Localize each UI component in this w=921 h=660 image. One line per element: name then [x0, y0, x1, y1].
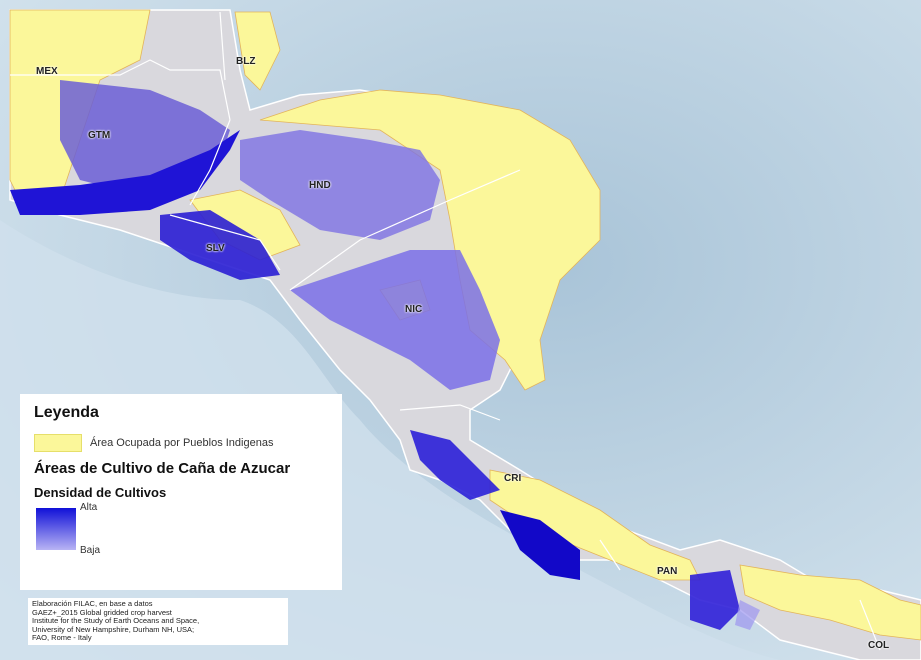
border-hnd-nic — [289, 169, 521, 291]
country-label-hnd: HND — [309, 180, 331, 191]
density-cri-south — [500, 510, 580, 580]
country-label-blz: BLZ — [236, 56, 256, 67]
indigenous-area-blz — [234, 11, 281, 91]
density-cri-west — [410, 430, 500, 500]
legend-panel: Leyenda Área Ocupada por Pueblos Indigen… — [20, 394, 342, 590]
density-gtm-coast — [10, 130, 240, 215]
indigenous-area-mosquitia — [259, 89, 601, 391]
country-label-pan: PAN — [657, 566, 678, 577]
indigenous-area-pan — [739, 564, 921, 641]
density-scale: Alta Baja — [34, 502, 328, 556]
density-slv — [160, 210, 280, 280]
country-label-nic: NIC — [405, 304, 423, 315]
credit-line: Institute for the Study of Earth Oceans … — [32, 616, 200, 626]
credit-line: Elaboración FILAC, en base a datos — [32, 599, 153, 608]
border-blz — [219, 11, 226, 81]
border-pan-col — [859, 599, 881, 651]
legend-title: Leyenda — [34, 404, 99, 421]
credit-line: GAEZ+_2015 Global gridded crop harvest — [32, 607, 172, 617]
density-pan — [690, 570, 740, 630]
density-gradient — [36, 508, 76, 550]
country-label-mex: MEX — [36, 66, 58, 77]
indigenous-swatch — [34, 434, 82, 452]
credit-line: FAO, Rome - Italy — [32, 633, 92, 643]
country-label-cri: CRI — [504, 473, 522, 484]
credits-box: Elaboración FILAC, en base a datos GAEZ+… — [28, 598, 288, 645]
crop-heading: Áreas de Cultivo de Caña de Azucar — [34, 460, 291, 477]
country-borders — [10, 11, 881, 651]
border-cri-pan — [599, 539, 621, 571]
border-nic-cri — [399, 404, 501, 421]
crop-density — [10, 80, 760, 630]
density-hnd — [240, 130, 440, 240]
country-label-slv: SLV — [206, 243, 225, 254]
legend-item-indigenous: Área Ocupada por Pueblos Indigenas — [34, 434, 328, 452]
density-pan-light — [735, 600, 760, 630]
density-heading: Densidad de Cultivos — [34, 485, 167, 500]
density-high-label: Alta — [80, 502, 98, 513]
country-label-gtm: GTM — [88, 130, 111, 141]
border-mex-gtm — [10, 59, 231, 121]
country-label-col: COL — [868, 640, 890, 651]
indigenous-label: Área Ocupada por Pueblos Indigenas — [90, 437, 274, 449]
credit-line: University of New Hampshire, Durham NH, … — [32, 624, 195, 634]
border-gtm-hnd — [189, 119, 231, 206]
density-nic — [290, 250, 500, 390]
border-hnd-slv — [169, 214, 281, 271]
density-low-label: Baja — [80, 545, 101, 556]
density-scale-labels: Alta Baja — [80, 502, 100, 556]
